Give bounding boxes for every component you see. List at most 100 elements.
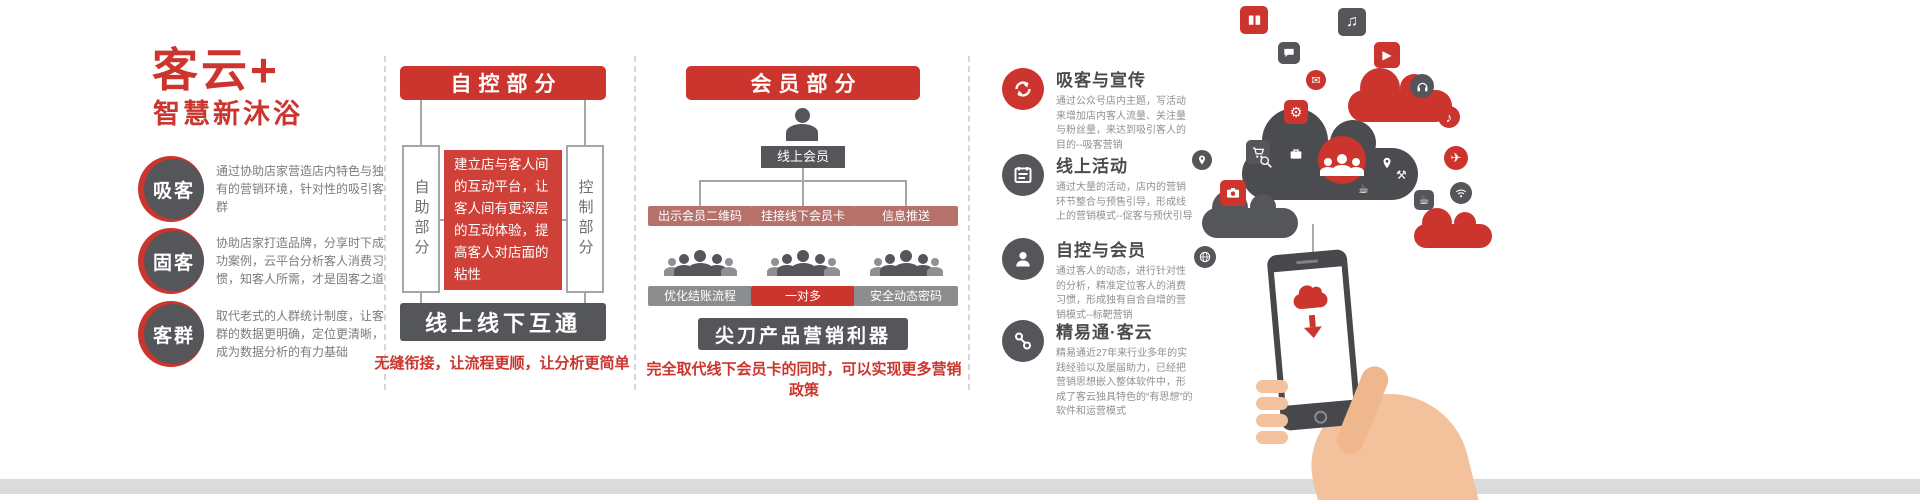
plane-glyph: ✈ [1450, 150, 1462, 165]
coffee-icon: ☕ [1414, 190, 1434, 210]
leaf-checkout: 优化结账流程 [648, 286, 752, 306]
connector-line [584, 293, 586, 303]
feature-jingyitong: 精易通·客云 精易通近27年来行业多年的实践经验以及屡届助力，已经把营销思想嵌入… [1002, 318, 1194, 420]
small-red-cloud [1414, 206, 1492, 248]
online-member-icon [786, 108, 818, 141]
tools-glyph: ⚒ [1396, 168, 1407, 182]
download-arrow-head [1303, 326, 1323, 339]
crowd-one-to-many [751, 250, 855, 276]
mail-icon: ✉ [1306, 70, 1326, 90]
connector-line [420, 293, 422, 303]
globe-icon [1194, 246, 1216, 268]
book-icon [1240, 6, 1268, 34]
self-control-header: 自控部分 [400, 66, 606, 100]
hand-fingers [1256, 380, 1288, 448]
coffee-glyph: ☕ [1418, 193, 1430, 207]
music-glyph: ♫ [1346, 13, 1358, 30]
coffee-glyph: ☕ [1358, 182, 1369, 196]
connector-line [440, 219, 444, 221]
marketing-weapon-box: 尖刀产品营销利器 [698, 318, 908, 350]
self-service-label: 自助部分 [412, 179, 430, 259]
retain-desc: 协助店家打造品牌，分享时下成功案例，云平台分析客人消费习惯，知客人所需，才是固客… [216, 236, 385, 286]
feature-attract-promo: 吸客与宣传 通过公众号店内主题，写活动来增加店内客人流量、关注量与粉丝量，来达到… [1002, 66, 1194, 153]
cart-icon [1246, 140, 1270, 164]
gear-glyph: ⚙ [1289, 103, 1303, 120]
connector-line [905, 180, 907, 206]
feature-title: 线上活动 [1056, 157, 1128, 176]
branch-qr-code: 出示会员二维码 [648, 206, 752, 226]
feature-desc: 通过大量的活动，店内的营销环节整合与预售引导，形成线上的营销模式--促客与预伏引… [1056, 182, 1193, 222]
mail-glyph: ✉ [1311, 74, 1321, 87]
link-icon [1002, 320, 1044, 362]
music-icon: ♫ [1338, 8, 1366, 36]
camera-icon [1220, 180, 1246, 206]
sync-icon [1002, 68, 1044, 110]
feature-title: 吸客与宣传 [1056, 71, 1146, 90]
phone-speaker [1296, 259, 1319, 265]
chat-icon [1278, 42, 1300, 64]
search-icon [1258, 154, 1274, 170]
finger [1256, 414, 1288, 427]
cloud-download-icon [1292, 291, 1329, 310]
self-control-caption: 无缝衔接，让流程更顺，让分析更简单 [374, 355, 630, 372]
connector-line [562, 219, 566, 221]
divider [634, 56, 636, 390]
attract-badge: 吸客 [138, 156, 206, 222]
member-header: 会员部分 [686, 66, 920, 100]
divider [968, 56, 970, 390]
phone-home-button [1313, 410, 1328, 425]
feature-desc: 精易通近27年来行业多年的实践经验以及屡届助力，已经把营销思想嵌入整体软件中，形… [1056, 348, 1193, 417]
note-glyph: ♪ [1445, 109, 1453, 125]
download-arrow [1308, 314, 1316, 328]
red-cloud [1348, 66, 1452, 122]
bottom-bar [0, 479, 1920, 494]
left-feature-attract: 吸客 通过协助店家营造店内特色与独有的营销环境，针对性的吸引客群 [138, 155, 386, 223]
calendar-icon [1002, 154, 1044, 196]
play-icon: ▶ [1374, 42, 1400, 68]
badge-label: 吸客 [152, 180, 195, 202]
attract-desc: 通过协助店家营造店内特色与独有的营销环境，针对性的吸引客群 [216, 164, 385, 214]
feature-online-activity: 线上活动 通过大量的活动，店内的营销环节整合与预售引导，形成线上的营销模式--促… [1002, 152, 1194, 225]
group-desc: 取代老式的人群统计制度，让客群的数据更明确，定位更清晰，成为数据分析的有力基础 [216, 309, 385, 359]
gear-icon: ⚙ [1284, 100, 1308, 124]
brand-tagline: 智慧新沐浴 [153, 99, 303, 129]
connector-line [699, 180, 701, 206]
leaf-password: 安全动态密码 [854, 286, 958, 306]
small-dark-cloud [1202, 186, 1298, 238]
connector-line [584, 100, 586, 145]
group-badge: 客群 [138, 301, 206, 367]
online-member-label: 线上会员 [761, 146, 845, 168]
feature-title: 自控与会员 [1056, 241, 1146, 260]
member-caption: 完全取代线下会员卡的同时，可以实现更多营销政策 [646, 361, 962, 399]
headphones-icon [1410, 74, 1434, 98]
self-service-box: 自助部分 [402, 145, 440, 293]
crowd-password [854, 250, 958, 276]
crowd-checkout [648, 250, 752, 276]
finger [1256, 397, 1288, 410]
control-label: 控制部分 [576, 179, 594, 259]
feature-desc: 通过公众号店内主题，写活动来增加店内客人流量、关注量与粉丝量，来达到吸引客人的目… [1056, 96, 1186, 151]
music-note-icon: ♪ [1438, 106, 1460, 128]
branch-offline-card: 挂接线下会员卡 [751, 206, 855, 226]
location-pin-icon [1380, 156, 1394, 170]
branch-push: 信息推送 [854, 206, 958, 226]
people-group-icon [1318, 136, 1366, 184]
finger [1256, 380, 1288, 393]
connector-line [802, 180, 804, 206]
brand-logo: 客云+ [152, 44, 280, 96]
retain-badge: 固客 [138, 228, 206, 294]
feature-title: 精易通·客云 [1056, 323, 1153, 342]
finger [1256, 431, 1288, 444]
play-glyph: ▶ [1382, 48, 1392, 62]
connector-line [802, 168, 804, 180]
wifi-icon [1450, 182, 1472, 204]
tools-icon: ⚒ [1396, 168, 1407, 182]
cloud-phone-connector [1312, 224, 1314, 252]
leaf-one-to-many: 一对多 [751, 286, 855, 306]
user-icon [1002, 238, 1044, 280]
badge-label: 固客 [152, 252, 195, 274]
briefcase-icon [1288, 146, 1304, 162]
left-feature-group: 客群 取代老式的人群统计制度，让客群的数据更明确，定位更清晰，成为数据分析的有力… [138, 300, 386, 368]
plane-icon: ✈ [1444, 146, 1468, 170]
connector-line [420, 100, 422, 145]
